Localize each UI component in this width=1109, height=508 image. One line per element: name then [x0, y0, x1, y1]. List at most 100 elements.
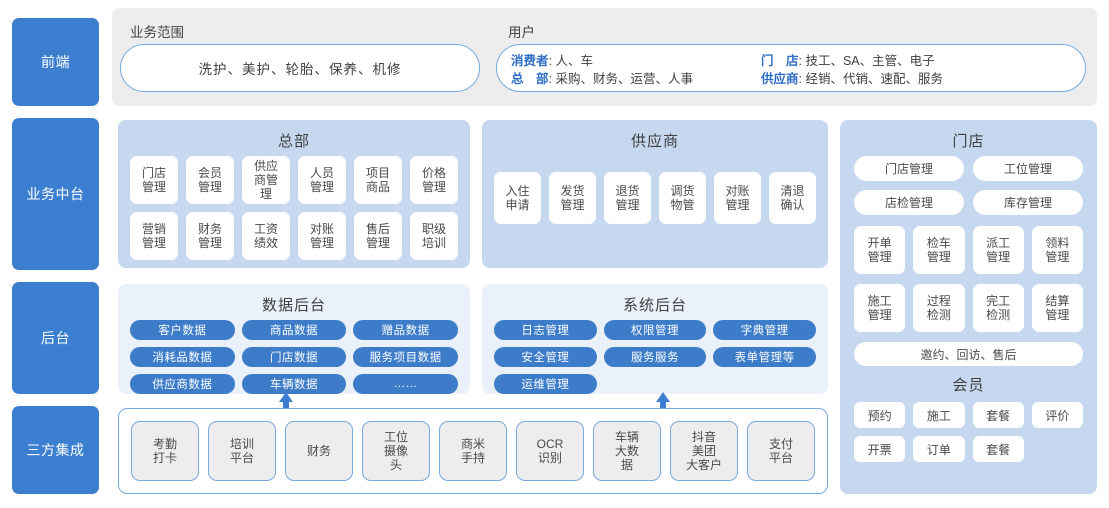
- business-scope-pill[interactable]: 洗护、美护、轮胎、保养、机修: [120, 44, 480, 92]
- member-tile[interactable]: 施工: [913, 402, 965, 428]
- third-party-tile[interactable]: 支付平台: [747, 421, 815, 481]
- supplier-title: 供应商: [630, 133, 679, 150]
- member-tile[interactable]: 订单: [913, 436, 965, 462]
- supplier-panel: 供应商 入住申请发货管理退货管理调货物管对账管理清退确认: [482, 120, 828, 268]
- headquarters-tile[interactable]: 项目商品: [354, 156, 402, 204]
- rail-label-third-party: 三方集成: [26, 442, 85, 458]
- supplier-tile[interactable]: 调货物管: [659, 172, 706, 224]
- system-backend-pill: [604, 374, 707, 394]
- headquarters-tile[interactable]: 会员管理: [186, 156, 234, 204]
- store-tile[interactable]: 领料管理: [1031, 226, 1083, 274]
- member-tile: [1032, 436, 1083, 462]
- supplier-tile[interactable]: 对账管理: [714, 172, 761, 224]
- headquarters-title: 总部: [277, 133, 310, 150]
- headquarters-tile[interactable]: 工资绩效: [242, 212, 290, 260]
- headquarters-tile[interactable]: 营销管理: [130, 212, 178, 260]
- supplier-tile-grid: 入住申请发货管理退货管理调货物管对账管理清退确认: [494, 172, 816, 224]
- third-party-tile[interactable]: 财务: [285, 421, 353, 481]
- rail-item-business-middle-platform[interactable]: 业务中台: [12, 118, 99, 270]
- system-backend-pill[interactable]: 权限管理: [603, 320, 707, 340]
- third-party-tile[interactable]: 车辆大数据: [593, 421, 661, 481]
- user-row-headquarters: 总 部: 采购、财务、运营、人事: [511, 72, 693, 86]
- store-title: 门店: [952, 133, 985, 150]
- data-backend-pill[interactable]: 供应商数据: [130, 374, 235, 394]
- store-wide-tile[interactable]: 工位管理: [973, 156, 1083, 181]
- headquarters-tile[interactable]: 门店管理: [130, 156, 178, 204]
- third-party-tile[interactable]: 培训平台: [208, 421, 276, 481]
- store-followup-tile[interactable]: 邀约、回访、售后: [854, 342, 1083, 366]
- member-tile[interactable]: 套餐: [972, 436, 1024, 462]
- system-backend-pill: [713, 374, 816, 394]
- store-wide-tile[interactable]: 店检管理: [854, 190, 964, 215]
- headquarters-tile[interactable]: 职级培训: [410, 212, 458, 260]
- business-scope-label: 业务范围: [130, 25, 184, 40]
- rail-label-business-middle-platform: 业务中台: [26, 186, 85, 202]
- data-backend-pill[interactable]: 赠品数据: [353, 320, 458, 340]
- supplier-tile[interactable]: 退货管理: [604, 172, 651, 224]
- system-backend-pill[interactable]: 表单管理等: [713, 347, 816, 367]
- third-party-tile[interactable]: 抖音美团大客户: [670, 421, 738, 481]
- rail-item-third-party[interactable]: 三方集成: [12, 406, 99, 494]
- member-tile[interactable]: 预约: [854, 402, 906, 428]
- store-wide-tile[interactable]: 库存管理: [973, 190, 1083, 215]
- supplier-tile[interactable]: 清退确认: [769, 172, 816, 224]
- rail-item-frontend[interactable]: 前端: [12, 18, 99, 106]
- member-tile[interactable]: 评价: [1031, 402, 1083, 428]
- rail-item-backend[interactable]: 后台: [12, 282, 99, 394]
- data-backend-title: 数据后台: [261, 297, 326, 314]
- system-backend-pill[interactable]: 日志管理: [494, 320, 597, 340]
- data-backend-pill[interactable]: 车辆数据: [241, 374, 347, 394]
- data-backend-pill[interactable]: 服务项目数据: [353, 347, 458, 367]
- headquarters-tile[interactable]: 财务管理: [186, 212, 234, 260]
- supplier-tile[interactable]: 发货管理: [549, 172, 596, 224]
- users-grid: 消费者: 人、车 门 店: 技工、SA、主管、电子 总 部: 采购、财务、运营、…: [497, 53, 1085, 87]
- data-backend-panel: 数据后台 客户数据商品数据赠品数据消耗品数据门店数据服务项目数据供应商数据车辆数…: [118, 284, 470, 394]
- store-wide-tile[interactable]: 门店管理: [854, 156, 964, 181]
- system-backend-panel: 系统后台 日志管理权限管理字典管理安全管理服务服务表单管理等运维管理: [482, 284, 828, 394]
- user-row-supplier: 供应商: 经销、代销、速配、服务: [761, 72, 943, 86]
- data-backend-pill[interactable]: 消耗品数据: [130, 347, 235, 367]
- third-party-tile[interactable]: 商米手持: [439, 421, 507, 481]
- system-backend-pill[interactable]: 字典管理: [713, 320, 816, 340]
- member-tile[interactable]: 套餐: [972, 402, 1024, 428]
- store-quad-grid-2: 施工管理过程检测完工检测结算管理: [854, 284, 1083, 332]
- store-quad-grid-1: 开单管理检车管理派工管理领料管理: [854, 226, 1083, 274]
- headquarters-tile[interactable]: 对账管理: [298, 212, 346, 260]
- headquarters-tile[interactable]: 价格管理: [410, 156, 458, 204]
- data-backend-pill[interactable]: 门店数据: [241, 347, 347, 367]
- third-party-tile[interactable]: 考勤打卡: [131, 421, 199, 481]
- member-title: 会员: [952, 377, 985, 394]
- business-scope-value: 洗护、美护、轮胎、保养、机修: [198, 62, 402, 77]
- system-backend-pill[interactable]: 安全管理: [494, 347, 597, 367]
- supplier-tile[interactable]: 入住申请: [494, 172, 541, 224]
- user-row-store: 门 店: 技工、SA、主管、电子: [761, 54, 935, 68]
- store-tile[interactable]: 检车管理: [913, 226, 965, 274]
- headquarters-tile-grid: 门店管理会员管理供应商管理人员管理项目商品价格管理营销管理财务管理工资绩效对账管…: [130, 156, 458, 260]
- store-tile[interactable]: 施工管理: [854, 284, 906, 332]
- rail-label-backend: 后台: [41, 330, 70, 346]
- store-tile[interactable]: 过程检测: [913, 284, 965, 332]
- store-tile[interactable]: 完工检测: [972, 284, 1024, 332]
- system-backend-title: 系统后台: [622, 297, 687, 314]
- data-backend-pill[interactable]: 商品数据: [241, 320, 347, 340]
- store-tile[interactable]: 派工管理: [972, 226, 1024, 274]
- store-tile[interactable]: 开单管理: [854, 226, 906, 274]
- headquarters-tile[interactable]: 售后管理: [354, 212, 402, 260]
- user-row-consumer: 消费者: 人、车: [511, 54, 593, 68]
- system-backend-pill[interactable]: 服务服务: [603, 347, 707, 367]
- data-backend-pill[interactable]: 客户数据: [130, 320, 235, 340]
- data-backend-pill[interactable]: ……: [353, 374, 458, 394]
- third-party-tile[interactable]: 工位摄像头: [362, 421, 430, 481]
- headquarters-panel: 总部 门店管理会员管理供应商管理人员管理项目商品价格管理营销管理财务管理工资绩效…: [118, 120, 470, 268]
- store-tile[interactable]: 结算管理: [1031, 284, 1083, 332]
- system-backend-pill[interactable]: 运维管理: [494, 374, 597, 394]
- headquarters-tile[interactable]: 人员管理: [298, 156, 346, 204]
- data-backend-pill-grid: 客户数据商品数据赠品数据消耗品数据门店数据服务项目数据供应商数据车辆数据 ……: [130, 320, 458, 394]
- headquarters-tile[interactable]: 供应商管理: [242, 156, 290, 204]
- member-tile[interactable]: 开票: [854, 436, 906, 462]
- users-pill[interactable]: 消费者: 人、车 门 店: 技工、SA、主管、电子 总 部: 采购、财务、运营、…: [496, 44, 1086, 92]
